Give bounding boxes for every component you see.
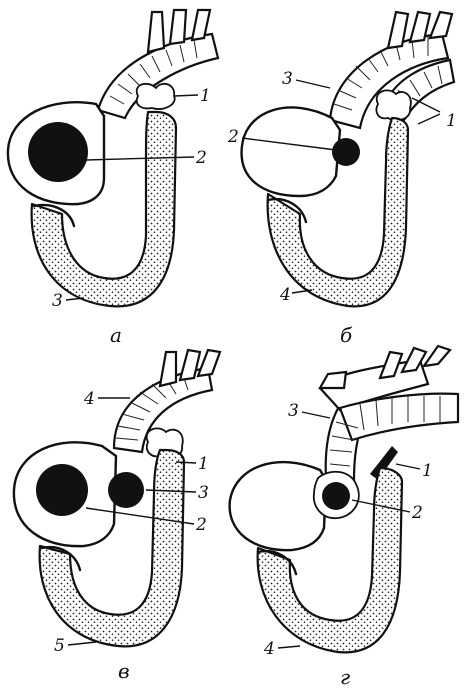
label-v-2: 2: [195, 515, 207, 535]
label-g-1: 1: [422, 461, 433, 481]
vessel-1: [148, 12, 164, 52]
vessel-1: [160, 352, 176, 386]
septal-defect: [332, 138, 360, 166]
label-b-1: 1: [446, 111, 457, 131]
label-g-2: 2: [411, 503, 423, 523]
panel-g: 3 1 2 4 г: [230, 346, 458, 689]
heart-body: [242, 107, 340, 196]
label-a-3: 3: [52, 291, 63, 311]
septal-defect: [322, 482, 350, 510]
vessel-0: [320, 372, 346, 388]
panel-b: 3 1 2 4 б: [227, 12, 457, 347]
label-v-3: 3: [198, 483, 209, 503]
septal-defect: [28, 122, 88, 182]
vessel-2: [170, 10, 186, 44]
panel-a: 1 2 3 а: [8, 10, 218, 347]
label-b-2: 2: [227, 127, 239, 147]
label-v-1: 1: [198, 454, 209, 474]
label-b-4: 4: [279, 285, 291, 305]
caption-g: г: [340, 665, 350, 689]
label-a-2: 2: [195, 148, 207, 168]
label-g-4: 4: [263, 639, 275, 659]
label-b-3: 3: [282, 69, 293, 89]
label-v-4: 4: [83, 389, 95, 409]
septal-defect-ventricular: [36, 464, 88, 516]
septal-defect-atrial: [108, 472, 144, 508]
vessel-3: [424, 346, 450, 366]
ductus-bulge: [137, 84, 175, 109]
ductus-bulge: [376, 90, 410, 120]
caption-a: а: [110, 323, 122, 347]
heart-body: [230, 462, 326, 550]
caption-v: в: [118, 659, 130, 683]
vessel-3: [430, 12, 452, 38]
caption-b: б: [340, 323, 353, 347]
label-g-3: 3: [288, 401, 299, 421]
panel-v: 4 1 3 2 5 в: [14, 350, 220, 683]
vessel-3: [198, 350, 220, 376]
label-a-1: 1: [200, 86, 211, 106]
label-v-5: 5: [54, 636, 65, 656]
